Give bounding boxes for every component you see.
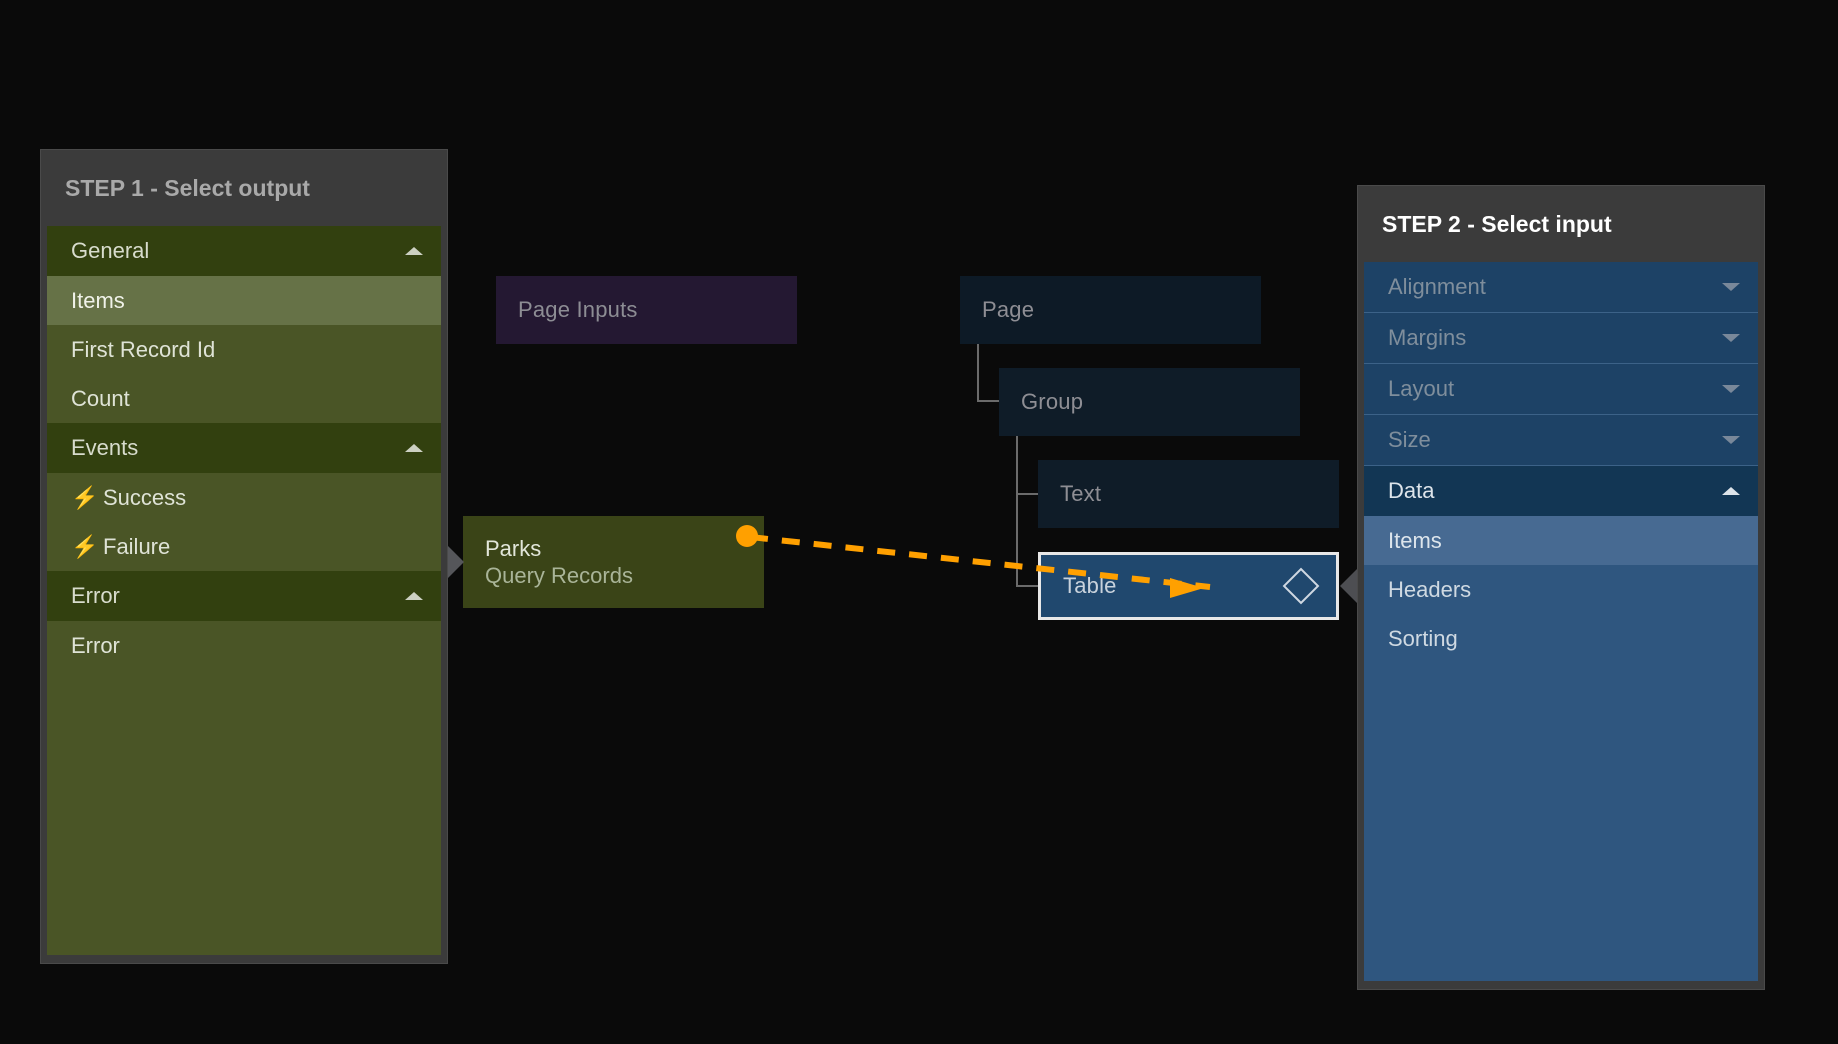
tree-connector-page-group-stub: [977, 400, 999, 402]
chevron-up-icon[interactable]: [405, 592, 423, 600]
section-header-data[interactable]: Data: [1364, 466, 1758, 516]
output-socket-arrow-icon[interactable]: [447, 545, 464, 579]
node-page[interactable]: Page: [960, 276, 1261, 344]
node-text-label: Text: [1060, 481, 1102, 506]
chevron-up-icon[interactable]: [405, 444, 423, 452]
section-header-events[interactable]: Events: [47, 423, 441, 473]
lightning-bolt-icon: ⚡: [71, 533, 99, 559]
tree-connector-group-children: [1016, 436, 1018, 586]
list-item-success[interactable]: ⚡ Success: [47, 473, 441, 522]
chevron-down-icon[interactable]: [1722, 385, 1740, 393]
node-text[interactable]: Text: [1038, 460, 1339, 528]
step-1-panel[interactable]: STEP 1 - Select output General Items Fir…: [40, 149, 448, 964]
node-parks[interactable]: Parks Query Records: [463, 516, 764, 608]
section-header-error[interactable]: Error: [47, 571, 441, 621]
list-item-first-record-id[interactable]: First Record Id: [47, 325, 441, 374]
section-header-size-label: Size: [1388, 427, 1431, 452]
list-item-error[interactable]: Error: [47, 621, 441, 670]
node-table-label: Table: [1063, 573, 1117, 598]
tree-connector-group-text-stub: [1016, 493, 1038, 495]
list-item-items-label: Items: [71, 287, 125, 313]
divider: [1364, 414, 1758, 415]
step-1-list-filler: [47, 670, 441, 955]
tree-connector-page-group: [977, 344, 979, 402]
node-group[interactable]: Group: [999, 368, 1300, 436]
section-header-events-label: Events: [71, 435, 139, 460]
section-header-error-label: Error: [71, 583, 120, 608]
section-header-layout-label: Layout: [1388, 376, 1455, 401]
diamond-icon: [1282, 567, 1320, 605]
section-header-alignment-label: Alignment: [1388, 274, 1486, 299]
chevron-up-icon[interactable]: [1722, 487, 1740, 495]
divider: [1364, 363, 1758, 364]
node-page-inputs-label: Page Inputs: [518, 297, 638, 322]
section-header-general-label: General: [71, 238, 150, 263]
list-item-success-label: Success: [103, 484, 187, 510]
chevron-up-icon[interactable]: [405, 247, 423, 255]
section-header-layout[interactable]: Layout: [1364, 364, 1758, 414]
divider: [1364, 465, 1758, 466]
step-2-list[interactable]: Alignment Margins Layout Size Data Items…: [1364, 262, 1758, 981]
step-2-title: STEP 2 - Select input: [1382, 210, 1612, 237]
step-1-title: STEP 1 - Select output: [65, 174, 310, 201]
node-page-label: Page: [982, 297, 1035, 322]
step-2-list-filler: [1364, 663, 1758, 981]
list-item-data-items[interactable]: Items: [1364, 516, 1758, 565]
section-header-margins-label: Margins: [1388, 325, 1467, 350]
list-item-data-sorting-label: Sorting: [1388, 625, 1458, 651]
step-2-panel[interactable]: STEP 2 - Select input Alignment Margins …: [1357, 185, 1765, 990]
lightning-bolt-icon: ⚡: [71, 484, 99, 510]
list-item-first-record-id-label: First Record Id: [71, 336, 216, 362]
chevron-down-icon[interactable]: [1722, 283, 1740, 291]
list-item-data-headers[interactable]: Headers: [1364, 565, 1758, 614]
input-socket-arrow-icon[interactable]: [1340, 569, 1357, 603]
chevron-down-icon[interactable]: [1722, 334, 1740, 342]
section-header-size[interactable]: Size: [1364, 415, 1758, 465]
chevron-down-icon[interactable]: [1722, 436, 1740, 444]
section-header-margins[interactable]: Margins: [1364, 313, 1758, 363]
list-item-data-items-label: Items: [1388, 527, 1442, 553]
step-1-list[interactable]: General Items First Record Id Count Even…: [47, 226, 441, 955]
list-item-data-sorting[interactable]: Sorting: [1364, 614, 1758, 663]
section-header-data-label: Data: [1388, 478, 1435, 503]
list-item-data-headers-label: Headers: [1388, 576, 1472, 602]
list-item-count-label: Count: [71, 385, 130, 411]
list-item-error-label: Error: [71, 632, 120, 658]
node-page-inputs[interactable]: Page Inputs: [496, 276, 797, 344]
node-table[interactable]: Table: [1038, 552, 1339, 620]
node-parks-title: Parks: [485, 535, 542, 561]
divider: [1364, 312, 1758, 313]
node-parks-subtitle: Query Records: [485, 563, 633, 588]
list-item-items[interactable]: Items: [47, 276, 441, 325]
list-item-failure-label: Failure: [103, 533, 171, 559]
section-header-alignment[interactable]: Alignment: [1364, 262, 1758, 312]
section-header-general[interactable]: General: [47, 226, 441, 276]
list-item-failure[interactable]: ⚡ Failure: [47, 522, 441, 571]
node-group-label: Group: [1021, 389, 1084, 414]
tree-connector-group-table-stub: [1016, 585, 1038, 587]
list-item-count[interactable]: Count: [47, 374, 441, 423]
